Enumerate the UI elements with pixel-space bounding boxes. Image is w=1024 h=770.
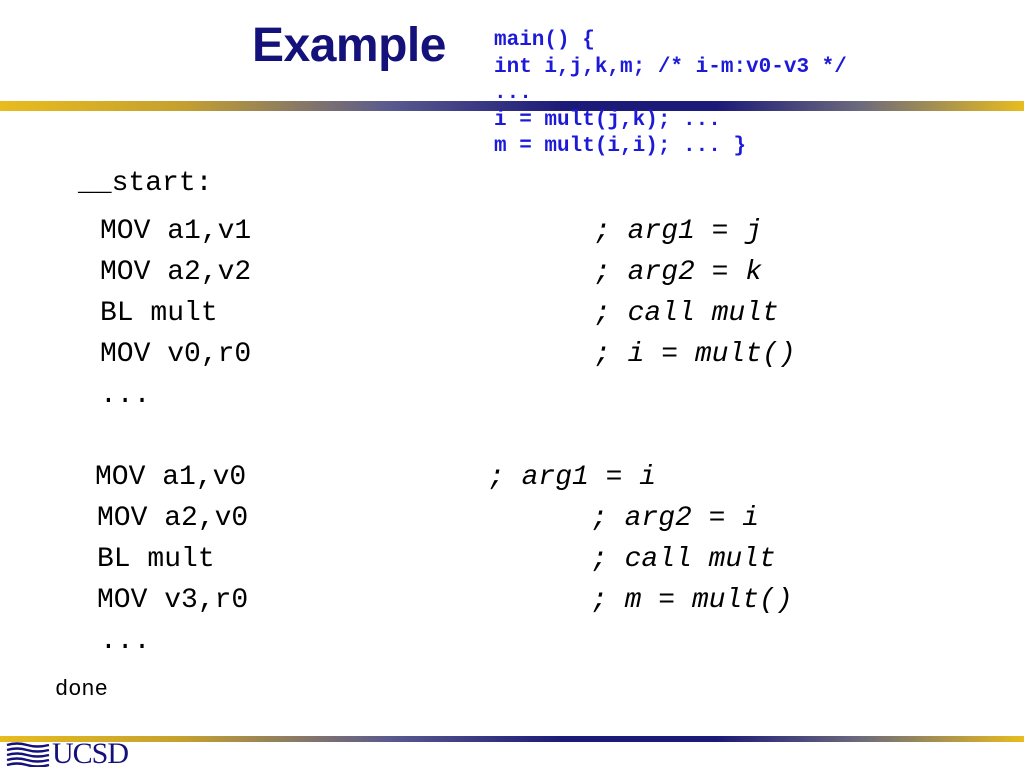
- ucsd-wave-icon: [6, 742, 50, 767]
- asm-comment: ; call mult: [594, 298, 779, 329]
- c-code-line: i = mult(j,k); ...: [494, 108, 721, 132]
- asm-instruction: MOV a1,v1: [100, 216, 252, 247]
- c-code-line: m = mult(i,i); ... }: [494, 135, 747, 158]
- top-divider-bar: [0, 101, 1024, 111]
- asm-comment: ; i = mult(): [594, 339, 796, 370]
- asm-instruction: BL mult: [97, 544, 215, 575]
- asm-instruction: MOV v0,r0: [100, 339, 252, 370]
- asm-comment: ; arg2 = i: [591, 503, 760, 534]
- asm-instruction: BL mult: [100, 298, 218, 329]
- asm-instruction: MOV v3,r0: [97, 585, 249, 616]
- bottom-divider-bar: [0, 736, 1024, 742]
- ucsd-logo: UCSD: [6, 737, 129, 770]
- c-code-line: int i,j,k,m; /* i-m:v0-v3 */: [494, 55, 847, 79]
- c-code-line: main() {: [494, 29, 595, 52]
- ucsd-logo-text: UCSD: [52, 737, 129, 770]
- asm-ellipsis: ...: [100, 380, 151, 411]
- asm-instruction: MOV a2,v0: [97, 503, 249, 534]
- asm-comment: ; arg2 = k: [594, 257, 763, 288]
- asm-instruction: MOV a1,v0: [95, 462, 247, 493]
- done-label: done: [55, 677, 108, 702]
- slide-title: Example: [252, 19, 446, 72]
- asm-instruction: MOV a2,v2: [100, 257, 252, 288]
- asm-comment: ; call mult: [591, 544, 776, 575]
- asm-comment: ; arg1 = i: [488, 462, 657, 493]
- start-label: __start:: [78, 168, 213, 199]
- c-code-snippet: main() { int i,j,k,m; /* i-m:v0-v3 */... i…: [494, 28, 847, 161]
- c-code-line: ...: [494, 82, 532, 105]
- asm-comment: ; arg1 = j: [594, 216, 763, 247]
- asm-comment: ; m = mult(): [591, 585, 793, 616]
- asm-ellipsis: ...: [100, 626, 151, 657]
